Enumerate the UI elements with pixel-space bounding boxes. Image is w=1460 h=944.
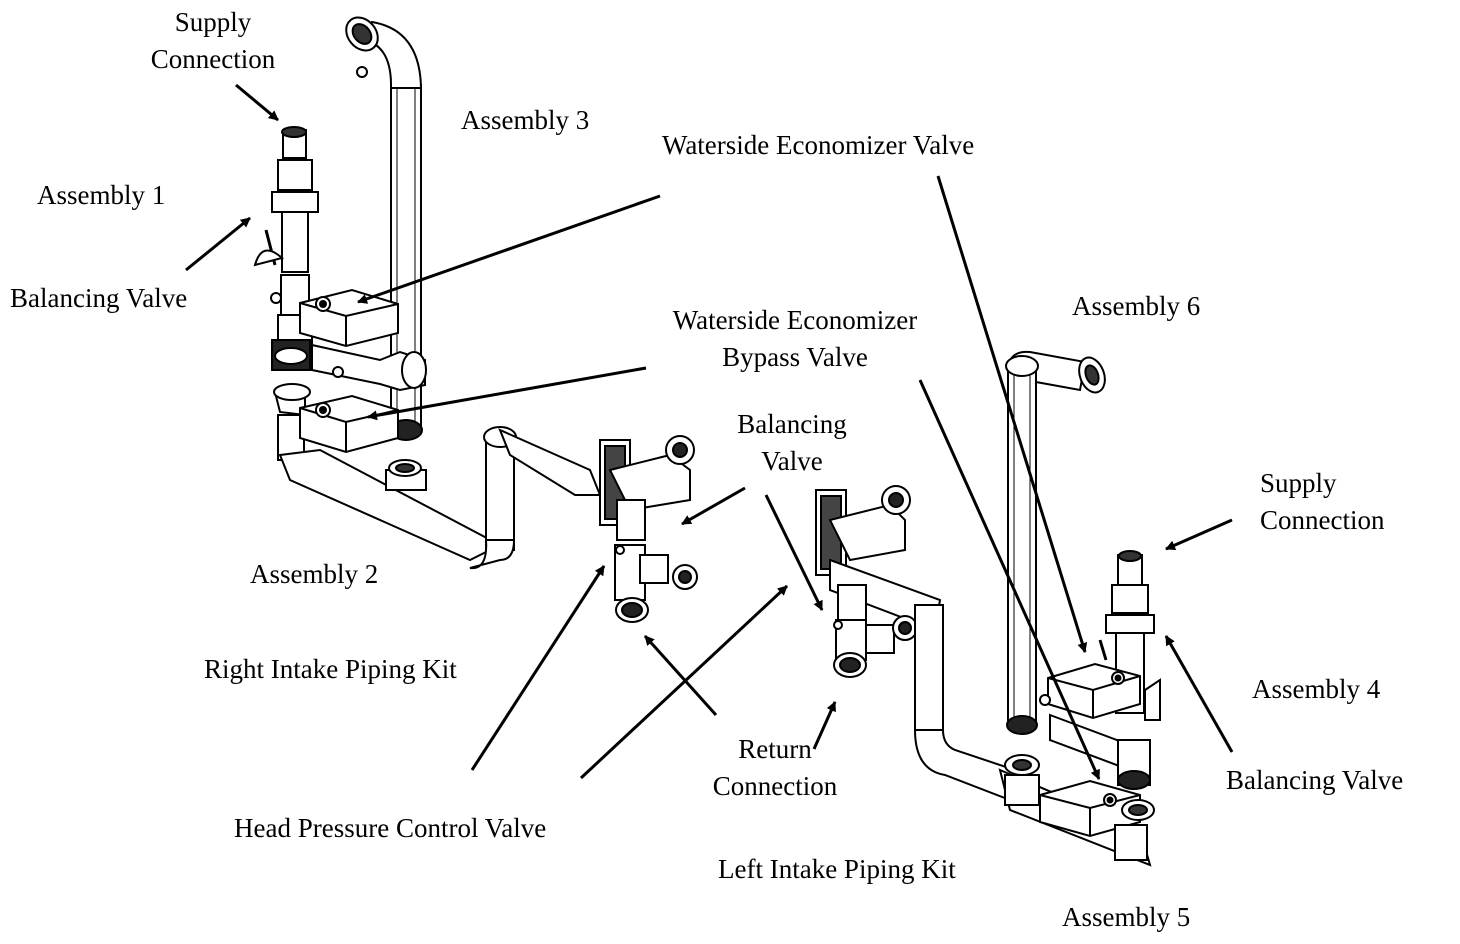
- label-assembly-6: Assembly 6: [1072, 291, 1201, 321]
- label-return-connection: Return Connection: [690, 731, 860, 805]
- arrow-waterside-economizer-valve-left: [357, 194, 661, 304]
- right-intake-kit-drawing: [599, 435, 698, 623]
- label-return-connection-line2: Connection: [712, 771, 838, 801]
- arrow-waterside-economizer-valve-right: [936, 175, 1088, 653]
- right-assembly-drawing: [998, 350, 1161, 867]
- label-return-connection-line1: Return: [738, 734, 812, 764]
- arrow-head-pressure-control-valve-left: [470, 565, 606, 771]
- label-assembly-4: Assembly 4: [1252, 674, 1381, 704]
- leader-arrows: [185, 83, 1234, 780]
- label-assembly-2: Assembly 2: [250, 559, 379, 589]
- label-head-pressure-control-valve: Head Pressure Control Valve: [234, 813, 547, 843]
- arrow-return-connection-left: [643, 634, 718, 717]
- label-bypass-valve-line2: Bypass Valve: [722, 342, 868, 372]
- label-balancing-valve-center: Balancing Valve: [712, 406, 872, 480]
- label-assembly-1: Assembly 1: [37, 180, 166, 210]
- left-assembly-drawing: [253, 16, 602, 570]
- arrow-balancing-valve-left: [185, 216, 251, 272]
- label-waterside-economizer-valve: Waterside Economizer Valve: [662, 130, 975, 160]
- arrow-supply-connection-right: [1165, 518, 1233, 551]
- label-supply-connection-left-line2: Connection: [150, 44, 276, 74]
- arrow-supply-connection-left: [235, 83, 279, 122]
- label-supply-connection-left: Supply Connection: [133, 4, 293, 78]
- label-balancing-valve-center-line1: Balancing: [737, 409, 847, 439]
- arrow-balancing-valve-right: [1164, 635, 1234, 753]
- label-supply-connection-right-line2: Connection: [1260, 505, 1385, 535]
- arrow-waterside-economizer-bypass-valve-left: [367, 366, 647, 421]
- label-supply-connection-right-line1: Supply: [1260, 468, 1337, 498]
- label-waterside-economizer-bypass-valve: Waterside Economizer Bypass Valve: [645, 302, 945, 376]
- label-supply-connection-left-line1: Supply: [174, 7, 252, 37]
- assembly-3-top-elbow: [364, 20, 423, 89]
- label-assembly-3: Assembly 3: [461, 105, 590, 135]
- arrow-balancing-valve-center-left: [681, 486, 746, 526]
- label-assembly-5: Assembly 5: [1062, 902, 1191, 932]
- arrow-waterside-economizer-bypass-valve-right: [918, 379, 1101, 780]
- label-balancing-valve-right: Balancing Valve: [1226, 765, 1404, 795]
- label-right-intake-piping-kit: Right Intake Piping Kit: [204, 654, 457, 684]
- left-intake-kit-drawing: [815, 485, 1017, 802]
- label-left-intake-piping-kit: Left Intake Piping Kit: [718, 854, 956, 884]
- arrow-balancing-valve-center-right: [764, 494, 824, 611]
- label-supply-connection-right: Supply Connection: [1260, 465, 1384, 539]
- arrow-head-pressure-control-valve-right: [579, 584, 789, 780]
- label-bypass-valve-line1: Waterside Economizer: [672, 305, 918, 335]
- label-balancing-valve-left: Balancing Valve: [10, 283, 188, 313]
- arrow-return-connection-right: [812, 701, 837, 750]
- label-balancing-valve-center-line2: Valve: [761, 446, 823, 476]
